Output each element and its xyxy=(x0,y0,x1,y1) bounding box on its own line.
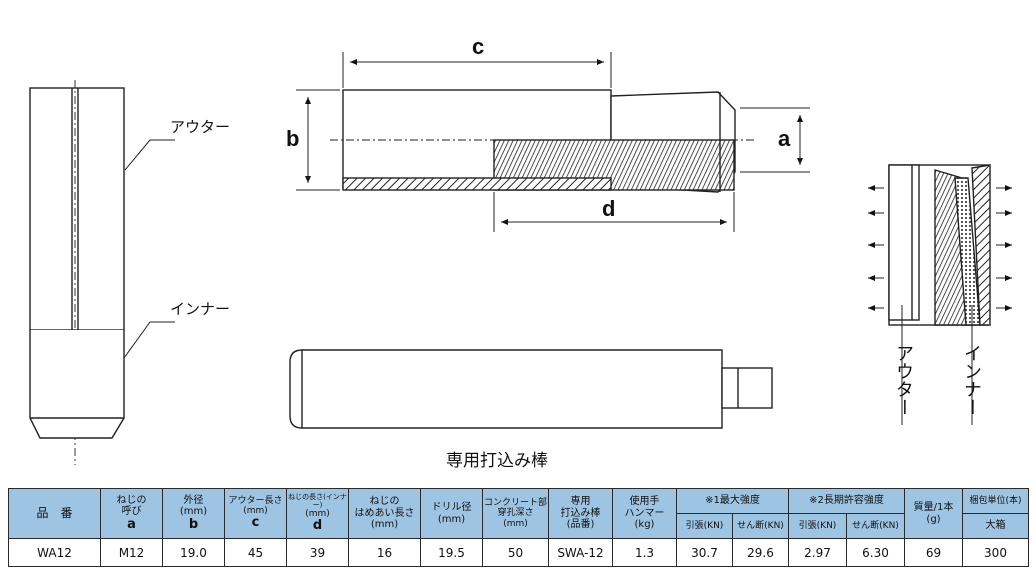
header-big-box: 大箱 xyxy=(962,513,1029,539)
cell-thread-len: 39 xyxy=(286,538,349,567)
header-lt-tension: 引張(KN) xyxy=(788,513,847,539)
header-max-shear: せん断(KN) xyxy=(732,513,789,539)
header-hole-depth: コンクリート部穿孔深さ(mm) xyxy=(482,488,549,539)
anchor-section-view xyxy=(330,89,755,193)
header-max-strength: ※1最大強度 xyxy=(676,488,789,514)
anchor-side-view xyxy=(29,80,175,465)
cell-lt-shear: 6.30 xyxy=(846,538,905,567)
header-outer-len: アウター長さ(mm)c xyxy=(224,488,287,539)
anchor-expanded-view xyxy=(888,164,991,425)
cell-lt-tension: 2.97 xyxy=(788,538,847,567)
expansion-arrows xyxy=(868,185,1012,311)
label-outer: アウター xyxy=(170,118,231,136)
cell-max-tension: 30.7 xyxy=(676,538,733,567)
cell-hammer: 1.3 xyxy=(612,538,677,567)
dimension-c xyxy=(342,52,612,88)
header-hammer: 使用手ハンマー(kg) xyxy=(612,488,677,539)
technical-drawing xyxy=(29,52,1012,465)
dimension-b xyxy=(296,89,340,191)
cell-max-shear: 29.6 xyxy=(732,538,789,567)
cell-pack: 300 xyxy=(962,538,1029,567)
label-dim-c: c xyxy=(472,34,485,59)
label-dim-b: b xyxy=(286,126,300,151)
header-drill-dia: ドリル径(mm) xyxy=(420,488,483,539)
cell-drill-dia: 19.5 xyxy=(420,538,483,567)
header-thread-engage: ねじのはめあい長さ(mm) xyxy=(348,488,421,539)
tool-caption: 専用打込み棒 xyxy=(446,451,548,471)
header-outer-dia: 外径(mm)b xyxy=(162,488,225,539)
header-part-no: 品 番 xyxy=(8,488,101,539)
label-inner-vertical: インナー xyxy=(961,344,982,416)
header-tool: 専用打込み棒(品番) xyxy=(548,488,613,539)
label-outer-vertical: アウター xyxy=(893,344,914,416)
cell-thread: M12 xyxy=(100,538,163,567)
header-pack-unit: 梱包単位(本) xyxy=(962,488,1029,514)
header-thread-len: ねじの長さ(インナー)(mm)d xyxy=(286,488,349,539)
cell-outer-dia: 19.0 xyxy=(162,538,225,567)
cell-engage-len: 16 xyxy=(348,538,421,567)
label-dim-a: a xyxy=(778,126,791,151)
dimension-a xyxy=(740,107,810,173)
dimension-d xyxy=(493,192,735,232)
cell-weight: 69 xyxy=(904,538,963,567)
table-row: WA12 M12 19.0 45 39 16 19.5 50 SWA-12 1.… xyxy=(8,538,1029,567)
header-long-term: ※2長期許容強度 xyxy=(788,488,905,514)
header-max-tension: 引張(KN) xyxy=(676,513,733,539)
cell-hole-depth: 50 xyxy=(482,538,549,567)
header-lt-shear: せん断(KN) xyxy=(846,513,905,539)
driving-tool-drawing xyxy=(289,349,773,429)
label-dim-d: d xyxy=(602,196,616,221)
cell-part-no: WA12 xyxy=(8,538,101,567)
label-inner: インナー xyxy=(170,300,231,318)
header-weight: 質量/1本(g) xyxy=(904,488,963,539)
cell-tool: SWA-12 xyxy=(548,538,613,567)
cell-outer-len: 45 xyxy=(224,538,287,567)
